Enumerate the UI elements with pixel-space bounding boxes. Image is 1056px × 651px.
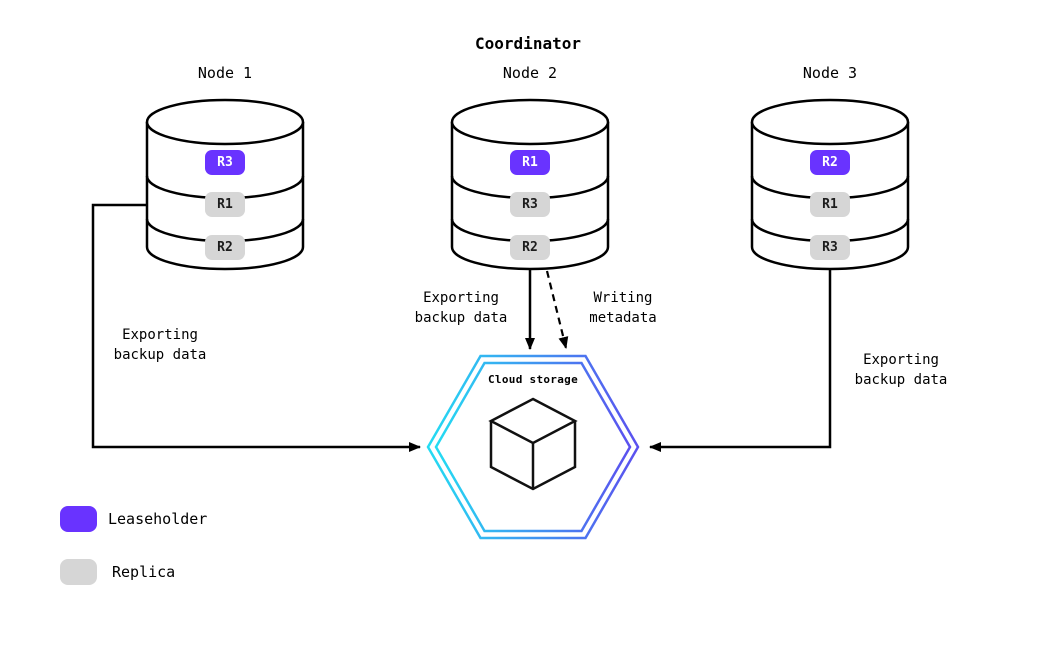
leaseholder-swatch [60, 506, 97, 532]
leaseholder-legend-label: Leaseholder [108, 510, 208, 528]
cylinder-top [750, 98, 910, 146]
node3-replica-badge: R3 [810, 235, 850, 260]
node2-leaseholder-badge: R1 [510, 150, 550, 175]
node1-leaseholder-badge: R3 [205, 150, 245, 175]
node3-export-label: Exporting backup data [854, 352, 948, 388]
node1-export-label: Exporting backup data [113, 327, 207, 363]
node2-metadata-label: Writing metadata [589, 290, 657, 326]
node3-label: Node 3 [802, 64, 858, 82]
node1-label: Node 1 [197, 64, 253, 82]
node1-replica-badge: R2 [205, 235, 245, 260]
cloud-storage-label: Cloud storage [488, 373, 578, 386]
diagram-title: Coordinator [475, 34, 581, 53]
node3-leaseholder-badge: R2 [810, 150, 850, 175]
cylinder-top [450, 98, 610, 146]
cylinder-top [145, 98, 305, 146]
node2-replica-badge: R2 [510, 235, 550, 260]
node2-replica-badge: R3 [510, 192, 550, 217]
node2-export-label: Exporting backup data [414, 290, 508, 326]
cloud-storage-hexagon [426, 354, 640, 540]
hexagon-outer-outline [426, 354, 640, 540]
node3-replica-badge: R1 [810, 192, 850, 217]
replica-legend-label: Replica [112, 563, 176, 581]
cube-icon [488, 397, 578, 491]
node1-replica-badge: R1 [205, 192, 245, 217]
replica-swatch [60, 559, 97, 585]
node3-export-arrow [649, 269, 832, 452]
node2-metadata-arrow [545, 270, 569, 349]
node2-label: Node 2 [502, 64, 558, 82]
